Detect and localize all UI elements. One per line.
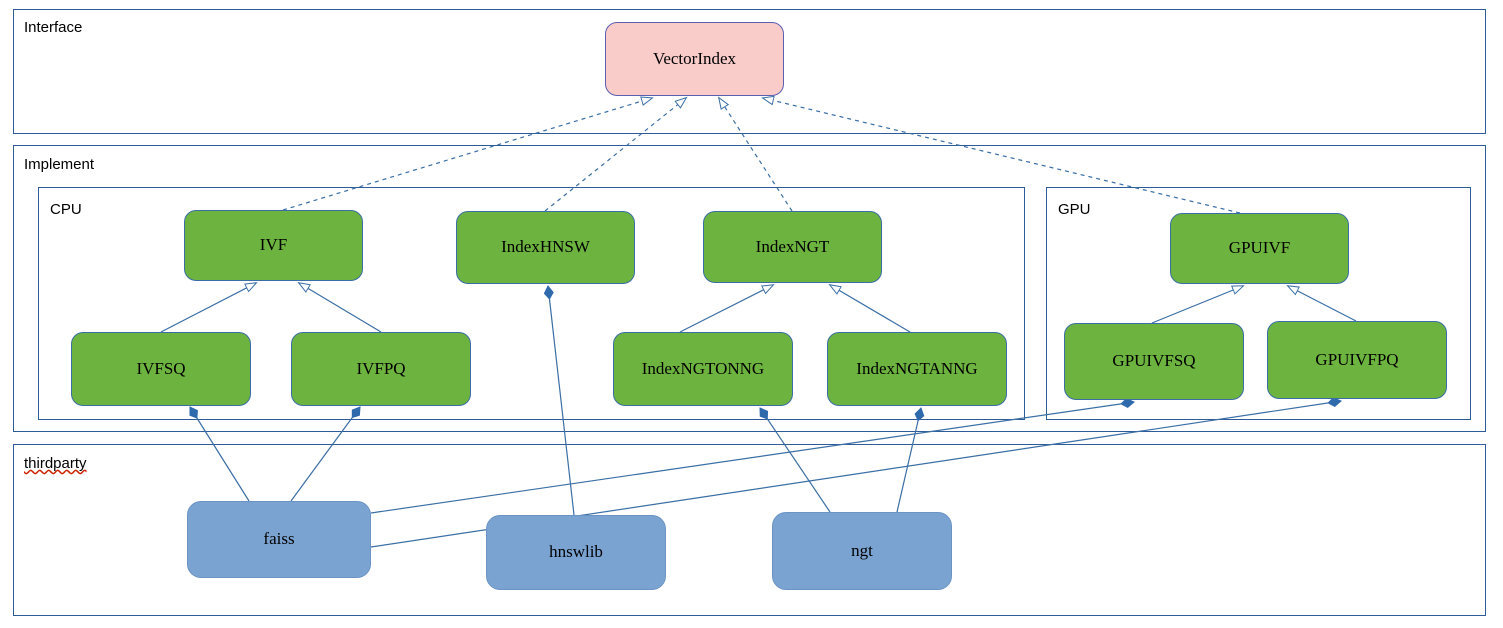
class-node-gpuivfpq[interactable]: GPUIVFPQ xyxy=(1267,321,1447,399)
class-node-label: VectorIndex xyxy=(652,48,737,68)
class-node-ngt[interactable]: ngt xyxy=(772,512,952,590)
class-node-label: IndexHNSW xyxy=(501,237,590,257)
class-node-label: GPUIVFSQ xyxy=(1112,351,1196,371)
class-node-ivf[interactable]: IVF xyxy=(184,210,363,281)
container-label-thirdparty: thirdparty xyxy=(24,455,87,472)
class-node-label: GPUIVF xyxy=(1228,238,1291,258)
class-node-gpuivf[interactable]: GPUIVF xyxy=(1170,213,1349,284)
class-node-label: faiss xyxy=(263,529,295,549)
class-node-indexngt[interactable]: IndexNGT xyxy=(703,211,882,283)
class-node-label: IVFSQ xyxy=(136,358,186,378)
class-node-indexngtanng[interactable]: IndexNGTANNG xyxy=(827,332,1007,406)
class-node-faiss[interactable]: faiss xyxy=(187,501,371,578)
class-node-gpuivfsq[interactable]: GPUIVFSQ xyxy=(1064,323,1244,400)
container-label-gpu: GPU xyxy=(1058,201,1091,218)
class-node-indexhnsw[interactable]: IndexHNSW xyxy=(456,211,635,284)
class-node-vectorindex[interactable]: VectorIndex xyxy=(605,22,784,96)
class-node-hnswlib[interactable]: hnswlib xyxy=(486,515,666,590)
class-node-label: ngt xyxy=(851,540,873,560)
class-node-indexngtonng[interactable]: IndexNGTONNG xyxy=(613,332,793,406)
container-label-cpu: CPU xyxy=(50,201,82,218)
class-node-label: IndexNGTONNG xyxy=(641,358,765,378)
container-label-interface: Interface xyxy=(24,19,83,36)
class-node-ivfpq[interactable]: IVFPQ xyxy=(291,332,471,406)
class-node-ivfsq[interactable]: IVFSQ xyxy=(71,332,251,406)
class-node-label: IndexNGT xyxy=(755,236,830,256)
class-node-label: hnswlib xyxy=(549,542,603,562)
container-label-implement: Implement xyxy=(24,156,95,173)
class-node-label: IndexNGTANNG xyxy=(856,358,978,378)
class-node-label: IVFPQ xyxy=(356,358,406,378)
class-node-label: GPUIVFPQ xyxy=(1315,349,1399,369)
class-node-label: IVF xyxy=(259,235,288,255)
